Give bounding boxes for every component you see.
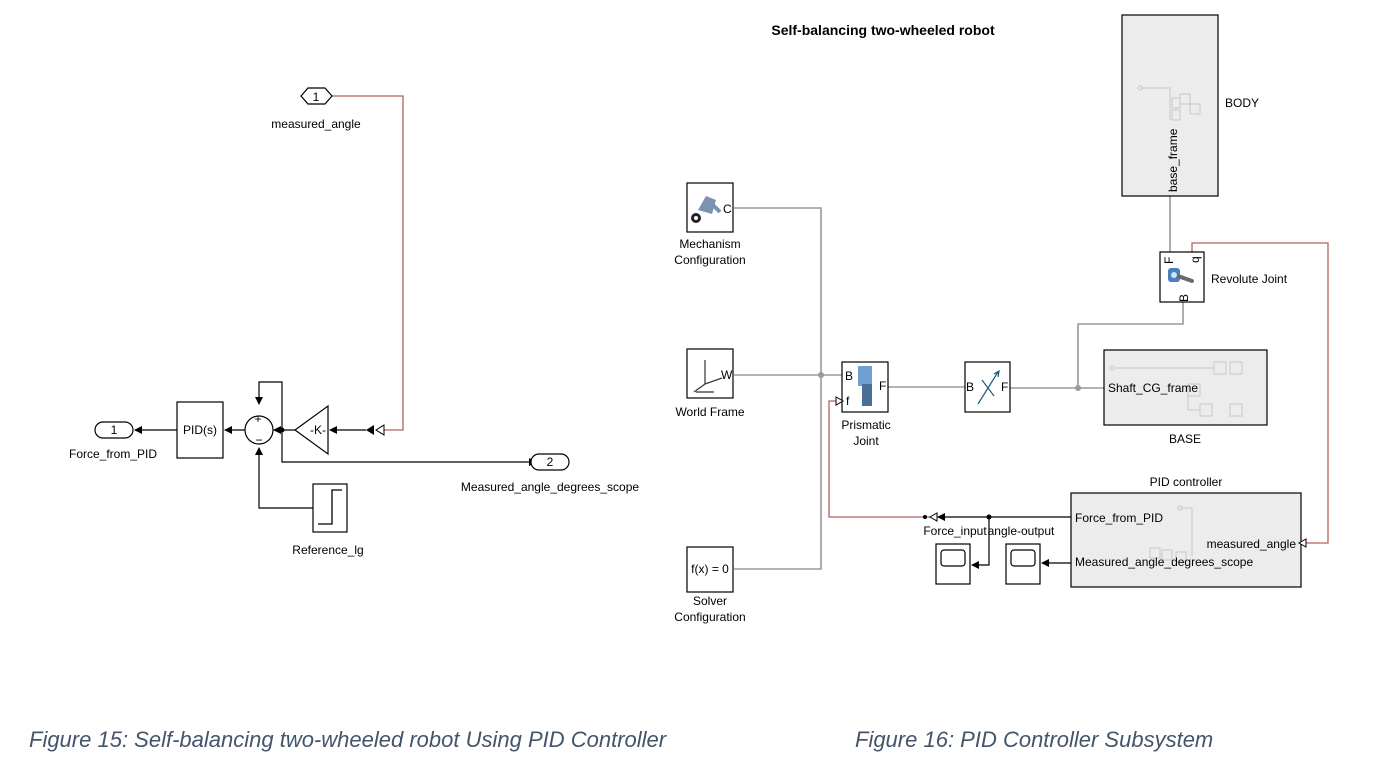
angle-output-label: angle-output [988, 524, 1055, 538]
pid-sub-title: PID controller [1150, 475, 1223, 489]
base-port-label: Shaft_CG_frame [1108, 381, 1198, 395]
revolute-icon [1168, 268, 1194, 283]
gain-input-port [375, 424, 385, 436]
wire-step-to-sum [255, 447, 313, 509]
prismatic-port-f: F [879, 379, 886, 393]
pid-block[interactable]: PID(s) [176, 401, 224, 459]
wire-force-to-prismatic [828, 400, 930, 518]
body-subsystem[interactable]: base_frame BODY [1121, 14, 1259, 197]
force-ps-converter [928, 512, 938, 522]
base-label: BASE [1169, 432, 1201, 446]
junction-base [1075, 385, 1081, 391]
revolute-joint-block[interactable]: F q B Revolute Joint [1159, 251, 1288, 303]
angle-scope[interactable] [1005, 543, 1041, 585]
prismatic-port-b: B [845, 369, 853, 383]
axes-icon [693, 360, 723, 393]
gain-text: -K- [310, 423, 326, 437]
step-block[interactable]: Reference_lg [292, 483, 364, 557]
pid-controller-subsystem[interactable]: PID controller Force_from_PID Measured_a… [1070, 475, 1307, 588]
pid-sub-angle-port [1297, 538, 1307, 548]
transform-port-f: F [1001, 380, 1008, 394]
wire-revolute-to-base [1077, 302, 1184, 388]
solver-configuration-block[interactable]: f(x) = 0 Solver Configuration [674, 546, 746, 624]
wire-revolute-q-to-pid [1191, 242, 1329, 544]
solver-label-2: Configuration [674, 610, 745, 624]
mechanism-configuration-block[interactable]: C Mechanism Configuration [674, 182, 746, 267]
wire-solver [734, 375, 822, 570]
revolute-label: Revolute Joint [1211, 272, 1288, 286]
revolute-port-b: B [1177, 294, 1191, 302]
prismatic-port-force: f [846, 394, 850, 408]
mechanism-label-2: Configuration [674, 253, 745, 267]
prismatic-icon [858, 366, 872, 406]
sum-minus: − [255, 433, 262, 447]
gain-input-arrow [366, 425, 374, 435]
left-model: 1 measured_angle -K- + − Reference_lg [69, 87, 639, 557]
prismatic-joint-block[interactable]: B F f Prismatic Joint [835, 361, 891, 448]
outport-force-from-pid[interactable]: 1 Force_from_PID [69, 421, 157, 461]
model-title: Self-balancing two-wheeled robot [771, 22, 995, 38]
inport-label: measured_angle [271, 117, 361, 131]
prismatic-label-2: Joint [853, 434, 879, 448]
transform-port-b: B [966, 380, 974, 394]
outport-1-number: 1 [111, 423, 118, 437]
force-scope[interactable] [935, 543, 971, 585]
angle-feedback-wire [331, 95, 404, 431]
wire-loop-to-sum-top [255, 381, 283, 430]
transform-icon [977, 369, 1000, 405]
outport-1-label: Force_from_PID [69, 447, 157, 461]
robot-arm-icon [691, 196, 722, 223]
solver-text: f(x) = 0 [691, 562, 729, 576]
wire-to-outport-2 [281, 430, 537, 466]
gain-block[interactable]: -K- [293, 404, 329, 456]
wire-mechanism [734, 207, 822, 375]
step-label: Reference_lg [292, 543, 363, 557]
force-input-label: Force_input [923, 524, 987, 538]
base-subsystem[interactable]: Shaft_CG_frame BASE [1103, 349, 1268, 446]
body-port-label: base_frame [1166, 128, 1180, 192]
figure-15-caption: Figure 15: Self-balancing two-wheeled ro… [29, 727, 667, 752]
world-label: World Frame [675, 405, 744, 419]
world-frame-block[interactable]: W World Frame [675, 348, 745, 419]
sum-block[interactable]: + − [244, 412, 274, 447]
revolute-port-f: F [1162, 257, 1176, 264]
inport-number: 1 [313, 90, 320, 104]
right-model: Self-balancing two-wheeled robot base_fr… [674, 14, 1329, 624]
wire-force-to-scope [971, 517, 990, 569]
prismatic-force-port [835, 396, 845, 406]
outport-2-number: 2 [547, 455, 554, 469]
outport-measured-angle-scope[interactable]: 2 Measured_angle_degrees_scope [461, 453, 639, 494]
pid-sub-port-force: Force_from_PID [1075, 511, 1163, 525]
pid-sub-port-scope: Measured_angle_degrees_scope [1075, 555, 1253, 569]
world-port-w: W [721, 368, 733, 382]
pid-sub-port-angle: measured_angle [1207, 537, 1297, 551]
figure-16-caption: Figure 16: PID Controller Subsystem [855, 727, 1214, 752]
sum-plus: + [254, 412, 261, 426]
mechanism-label-1: Mechanism [679, 237, 740, 251]
revolute-port-q: q [1188, 256, 1202, 263]
force-ps-dot [923, 515, 927, 519]
mechanism-port-c: C [723, 202, 732, 216]
junction-world [818, 372, 824, 378]
outport-2-label: Measured_angle_degrees_scope [461, 480, 639, 494]
pid-text: PID(s) [183, 423, 217, 437]
solver-label-1: Solver [693, 594, 727, 608]
rigid-transform-block[interactable]: B F [964, 361, 1011, 413]
inport-measured-angle[interactable]: 1 measured_angle [271, 87, 361, 131]
prismatic-label-1: Prismatic [841, 418, 890, 432]
body-label: BODY [1225, 96, 1259, 110]
